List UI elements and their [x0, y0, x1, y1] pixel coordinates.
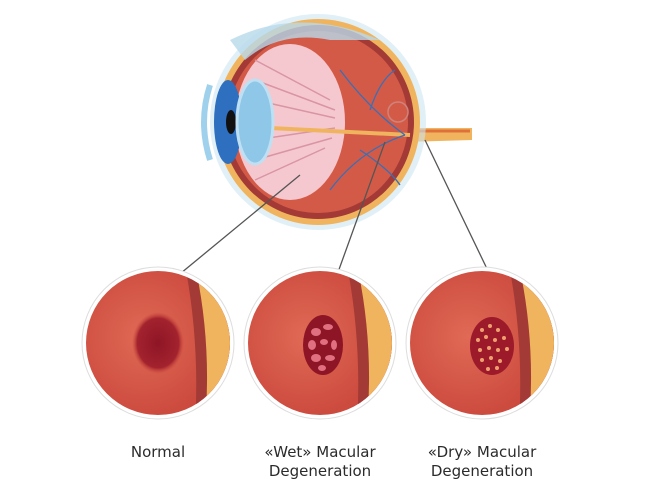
blood-vessels	[329, 69, 406, 191]
detail-wet	[243, 266, 397, 420]
label-dry-line1: «Dry» Macular	[427, 443, 537, 461]
label-dry-line2: Degeneration	[430, 462, 534, 480]
label-wet: «Wet» Macular Degeneration	[235, 443, 405, 481]
label-wet-line2: Degeneration	[268, 462, 372, 480]
healthy-macula	[132, 312, 184, 374]
label-dry: «Dry» Macular Degeneration	[397, 443, 567, 481]
eye-cross-section	[201, 14, 472, 230]
detail-dry	[405, 266, 559, 420]
label-normal: Normal	[73, 443, 243, 462]
detail-normal	[81, 266, 235, 420]
macula	[387, 101, 409, 123]
visual-axis	[269, 126, 411, 137]
pointer-lines	[174, 139, 491, 279]
label-normal-text: Normal	[130, 443, 186, 461]
cornea	[201, 84, 213, 161]
lens	[235, 78, 275, 166]
dry-lesion	[470, 317, 514, 375]
label-wet-line1: «Wet» Macular	[264, 443, 376, 461]
